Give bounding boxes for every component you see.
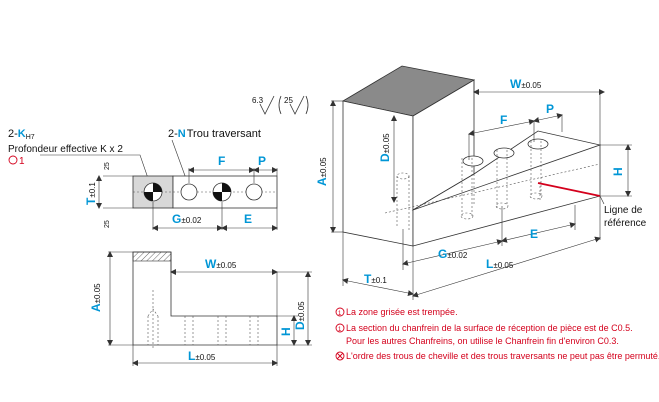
svg-text:L'ordre des trous de cheville: L'ordre des trous de cheville et des tro… [346,351,659,361]
dim-h-front: H [279,327,293,336]
effective-depth-label: Profondeur effective K x 2 [8,144,123,155]
dim-t-iso: T±0.1 [364,272,387,286]
note-4: L'ordre des trous de cheville et des tro… [335,351,659,361]
note-1-icon [335,307,345,317]
note-3: Pour les autres Chanfreins, on utilise l… [346,336,619,346]
surface-roughness-symbols: 6.3 25 [252,95,309,115]
note-1: 1 La zone grisée est trempée. [335,307,458,317]
iso-hole-3 [527,138,549,150]
upright-front-face [342,100,414,247]
dim-g-top: G±0.02 [172,212,202,226]
dim-g-iso: G±0.02 [438,247,468,261]
note-1-marker-top: 1 [8,155,25,167]
iso-hole-2 [493,147,515,159]
isometric-view: Ligne de référence W±0.05 F P D±0.05 A±0… [315,65,647,300]
dim-a-iso: A±0.05 [315,157,329,186]
svg-text:La section du chanfrein de la: La section du chanfrein de la surface de… [346,323,633,333]
roughness-check-left [259,95,275,115]
dim-e-iso: E [530,227,538,241]
reference-label-1: Ligne de [604,205,643,216]
roughness-value-left: 6.3 [252,96,264,105]
dim-t-top: T±0.1 [84,182,98,205]
iso-hole-1 [462,155,484,167]
dim-a-front: A±0.05 [89,283,103,312]
note-1-icon [335,323,345,333]
hole-k-label: 2-KH7 [8,128,35,141]
dim-p-top: P [258,154,266,168]
svg-text:1: 1 [338,311,342,317]
dowel-hole-2 [212,182,232,202]
svg-text:La zone grisée est trempée.: La zone grisée est trempée. [346,307,458,317]
reference-label-2: référence [604,218,647,229]
notes: 1 La zone grisée est trempée. 1 La secti… [335,307,659,361]
through-hole-2 [245,183,263,201]
reference-line [537,182,601,197]
svg-text:1: 1 [19,156,25,167]
dim-d-iso: D±0.05 [378,133,392,162]
svg-text:1: 1 [338,327,342,333]
dim-e-top: E [244,212,252,226]
front-view: W±0.05 A±0.05 D±0.05 H L±0.05 [89,251,312,366]
dowel-hole-1 [143,182,163,202]
dim-f-top: F [218,154,225,168]
hole-n-label: 2-NTrou traversant [168,128,261,140]
dim-w-front: W±0.05 [205,257,237,271]
dim-25-upper: 25 [104,162,111,170]
dim-h-iso: H [611,167,625,176]
dim-p-iso: P [546,102,554,116]
note-2: 1 La section du chanfrein de la surface … [335,323,633,333]
dim-l-iso: L±0.05 [486,257,514,271]
through-hole-1 [180,183,198,201]
dim-f-iso: F [500,113,507,127]
dim-d-front: D±0.05 [293,301,307,330]
roughness-check-right [289,95,305,115]
top-view: 2-KH7 Profondeur effective K x 2 1 2-NTr… [8,128,278,231]
svg-text:Pour les autres Chanfreins, on: Pour les autres Chanfreins, on utilise l… [346,336,619,346]
dim-w-iso: W±0.05 [510,77,542,91]
roughness-value-right: 25 [284,96,293,105]
dim-25-lower: 25 [104,220,111,228]
prohibit-icon [335,351,345,361]
dim-l-front: L±0.05 [188,349,216,363]
hatched-zone [132,251,172,262]
